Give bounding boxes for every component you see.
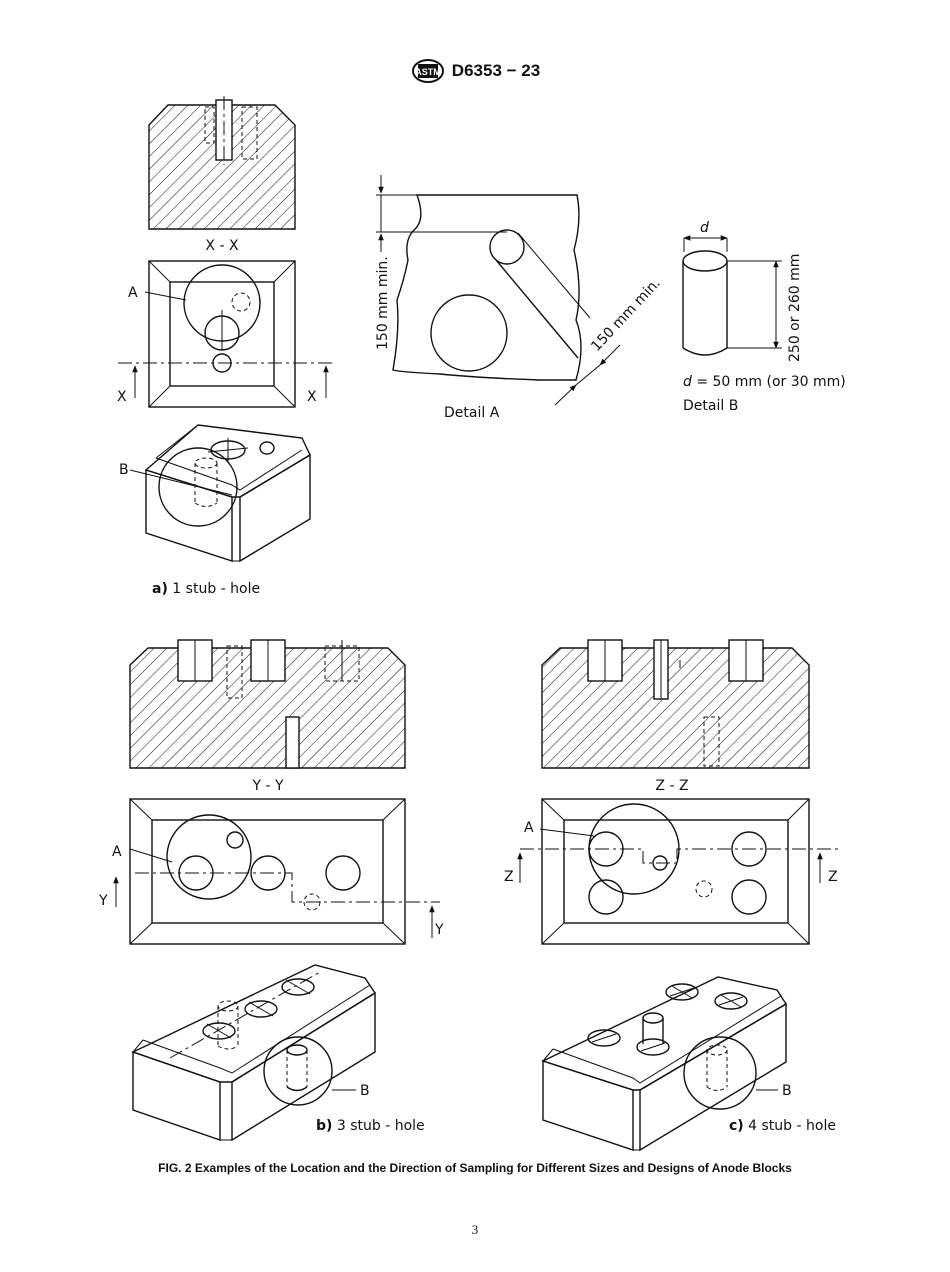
fig-b-iso-view (131, 964, 376, 1142)
fig-a-marker-x-right: X (307, 389, 317, 405)
page-number: 3 (471, 1222, 479, 1237)
fig-c-iso-view (541, 976, 787, 1152)
fig-c-marker-b: B (782, 1083, 792, 1099)
fig-c-marker-z-left: Z (504, 869, 514, 885)
fig-b-marker-a: A (112, 844, 122, 860)
fig-c-section-view (541, 639, 810, 769)
fig-a-marker-x-left: X (117, 389, 127, 405)
detail-a-drawing (376, 175, 621, 406)
fig-c-section-label: Z - Z (655, 778, 688, 794)
fig-a-section-view (148, 96, 296, 230)
fig-a-section-label: X - X (205, 238, 239, 254)
fig-b-section-label: Y - Y (251, 778, 284, 794)
detail-b-drawing (682, 235, 782, 356)
detail-b-dim-height: 250 or 260 mm (787, 254, 803, 362)
fig-c-plan-view (517, 798, 840, 945)
astm-logo-icon: ASTM (411, 59, 444, 83)
fig-a-marker-a: A (128, 285, 138, 301)
fig-b-marker-y-right: Y (434, 922, 444, 938)
detail-a-dim-vertical: 150 mm min. (375, 256, 391, 350)
fig-b-marker-y-left: Y (98, 893, 108, 909)
fig-c-caption: c) 4 stub - hole (729, 1118, 836, 1134)
fig-a-plan-view (118, 260, 335, 408)
detail-b-label: Detail B (683, 398, 738, 414)
detail-a-dim-diagonal: 150 mm min. (588, 275, 664, 354)
fig-c-marker-z-right: Z (828, 869, 838, 885)
fig-b-marker-b: B (360, 1083, 370, 1099)
fig-b-section-view (129, 639, 406, 769)
fig-b-caption: b) 3 stub - hole (316, 1118, 425, 1134)
fig-b-plan-view (113, 798, 440, 945)
detail-b-dim-d: d (700, 220, 709, 236)
document-id: D6353 − 23 (451, 61, 541, 80)
detail-b-note: d = 50 mm (or 30 mm) (683, 374, 846, 390)
figure-caption: FIG. 2 Examples of the Location and the … (158, 1161, 792, 1175)
fig-a-marker-b: B (119, 462, 129, 478)
fig-c-marker-a: A (524, 820, 534, 836)
fig-a-caption: a) 1 stub - hole (152, 581, 260, 597)
page-header: ASTM D6353 − 23 (0, 58, 950, 88)
fig-a-iso-view (129, 424, 311, 563)
detail-a-label: Detail A (444, 405, 500, 421)
svg-text:ASTM: ASTM (415, 67, 441, 77)
